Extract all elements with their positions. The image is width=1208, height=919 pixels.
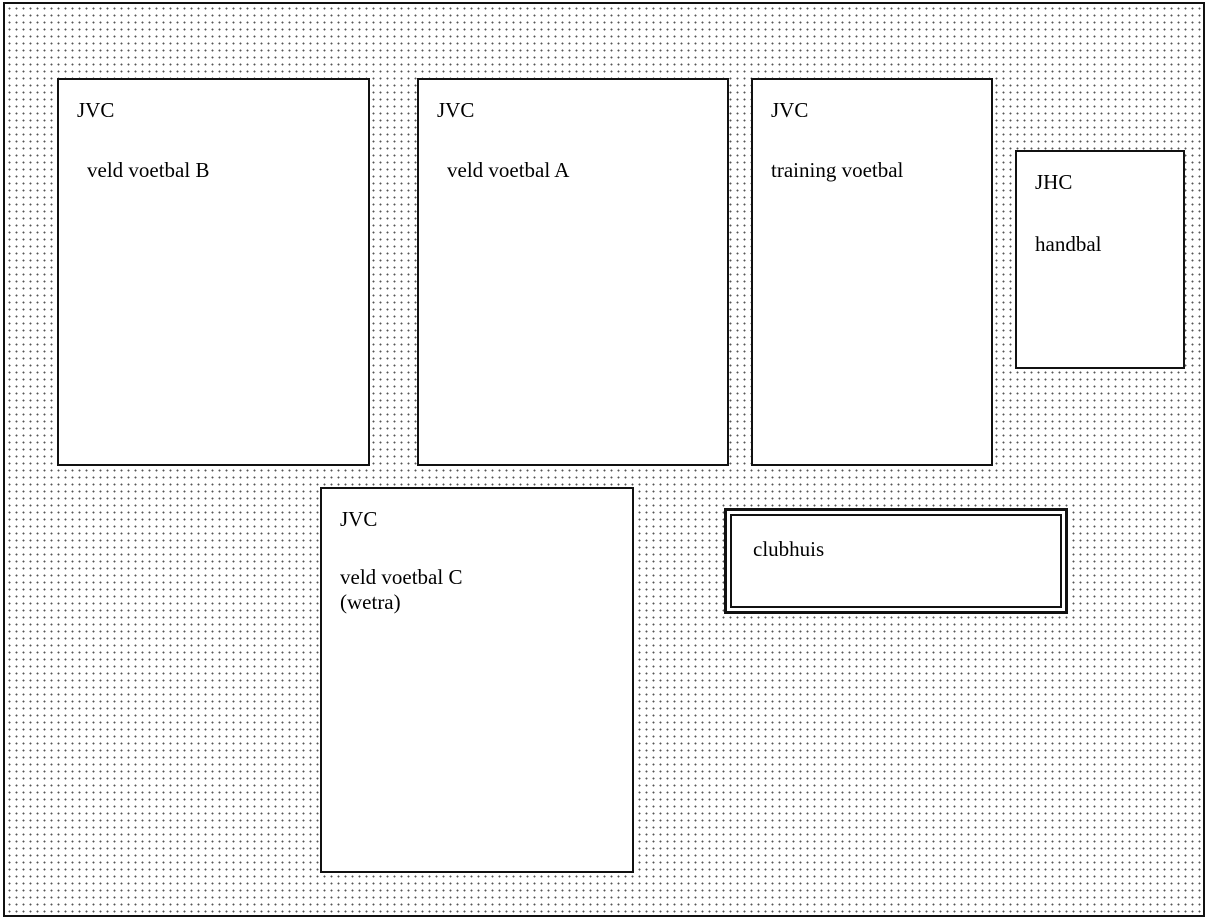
- field-club-name: JVC: [437, 98, 475, 122]
- field-label: veld voetbal B: [87, 158, 210, 182]
- field-label: veld voetbal A: [447, 158, 570, 182]
- field-veld-voetbal-c: JVC veld voetbal C (wetra): [320, 487, 634, 873]
- clubhouse-inner-border: [730, 514, 1062, 608]
- field-veld-voetbal-b: JVC veld voetbal B: [57, 78, 370, 466]
- field-training-voetbal: JVC training voetbal: [751, 78, 993, 466]
- sports-park-map: JVC veld voetbal B JVC veld voetbal A JV…: [3, 2, 1205, 917]
- field-club-name: JHC: [1035, 170, 1073, 194]
- field-club-name: JVC: [77, 98, 115, 122]
- field-label: veld voetbal C (wetra): [340, 565, 463, 615]
- field-club-name: JVC: [340, 507, 378, 531]
- field-label: handbal: [1035, 232, 1102, 256]
- field-club-name: JVC: [771, 98, 809, 122]
- field-handbal: JHC handbal: [1015, 150, 1185, 369]
- field-label: training voetbal: [771, 158, 904, 182]
- field-veld-voetbal-a: JVC veld voetbal A: [417, 78, 729, 466]
- clubhouse-building: clubhuis: [724, 508, 1068, 614]
- clubhouse-label: clubhuis: [753, 537, 825, 561]
